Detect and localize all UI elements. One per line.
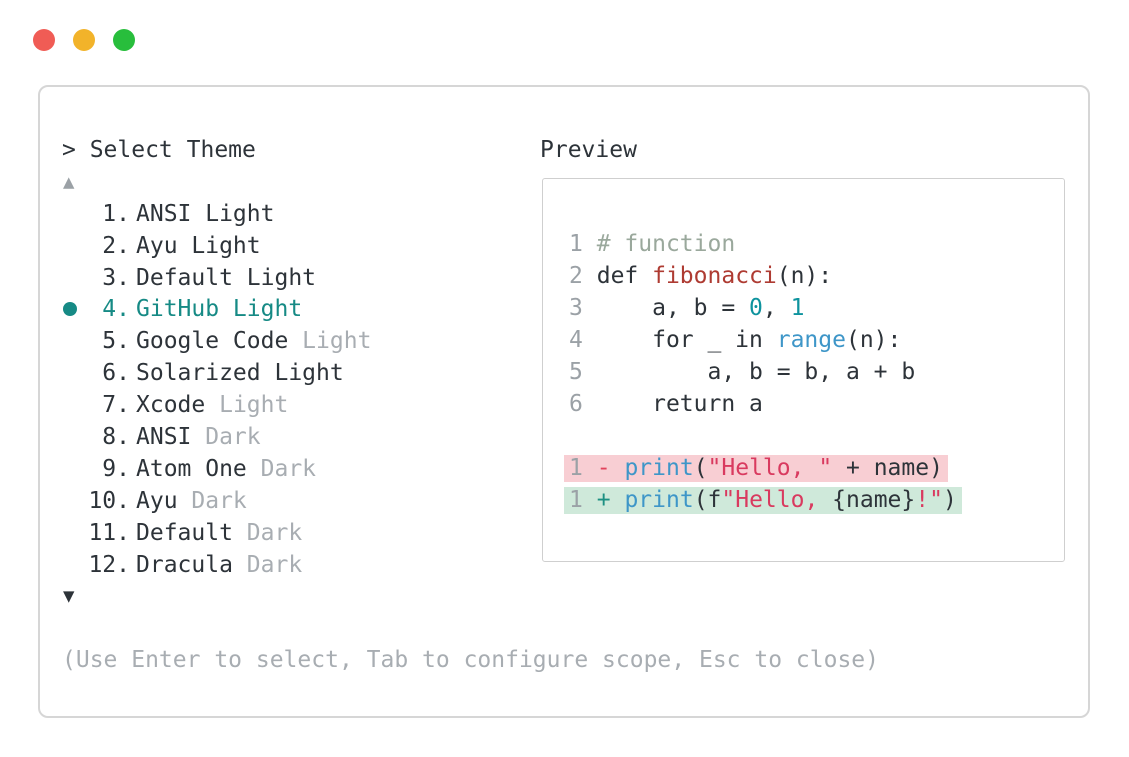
theme-list-item[interactable]: 1.ANSI Light [62,198,879,230]
theme-list-item[interactable]: 9.Atom One Dark [62,453,879,485]
theme-item-label: GitHub Light [136,296,303,323]
theme-item-label: ANSI Light [136,200,275,227]
theme-list-item[interactable]: 12.Dracula Dark [62,549,879,581]
close-button-icon[interactable] [33,29,55,51]
theme-list-item[interactable]: 5.Google Code Light [62,325,879,357]
theme-item-number: 10. [88,487,130,514]
code-line: 1 # function [569,231,736,258]
theme-item-number: 11. [88,519,130,546]
theme-item-number: 7. [102,392,130,419]
theme-item-number: 9. [102,455,130,482]
code-preview-content: 1 # function 2 def fibonacci(n): 3 a, b = … [564,229,1064,516]
theme-item-number: 6. [102,360,130,387]
theme-item-number: 8. [102,423,130,450]
theme-list-item[interactable]: 10.Ayu Dark [62,485,879,517]
code-line: 3 a, b = 0, 1 [569,295,805,322]
code-line: 2 def fibonacci(n): [569,263,833,290]
theme-item-number: 5. [102,328,130,355]
diff-removed-line: 1 - print("Hello, " + name) [564,452,1064,484]
scroll-down-icon[interactable]: ▼ [63,585,75,608]
theme-item-number: 1. [102,200,130,227]
selected-bullet-icon [62,302,88,317]
code-line: 5 a, b = b, a + b [569,359,916,385]
theme-list-item[interactable]: 3.Default Light [62,262,879,294]
theme-item-label: Ayu Light [136,232,261,259]
select-theme-prompt: > Select Theme [62,136,256,163]
diff-added-line: 1 + print(f"Hello, {name}!") [564,484,1064,516]
theme-item-label: Default Dark [136,519,303,546]
theme-item-label: Atom One Dark [136,455,317,482]
theme-item-number: 4. [102,296,130,323]
preview-label: Preview [540,136,637,163]
theme-item-number: 2. [102,232,130,259]
theme-list-item[interactable]: 2.Ayu Light [62,230,879,262]
theme-item-label: Default Light [136,264,317,291]
theme-item-label: ANSI Dark [136,423,261,450]
theme-item-label: Google Code Light [136,328,372,355]
window-traffic-lights [33,29,135,51]
theme-item-label: Ayu Dark [136,487,247,514]
theme-list-item[interactable]: 8.ANSI Dark [62,421,879,453]
theme-item-label: Solarized Light [136,360,344,387]
help-text: (Use Enter to select, Tab to configure s… [62,647,879,674]
code-line: 4 for _ in range(n): [569,327,902,354]
scroll-up-icon[interactable]: ▲ [63,170,75,193]
code-preview-box: 1 # function 2 def fibonacci(n): 3 a, b = … [542,178,1065,562]
theme-list-item[interactable]: 7.Xcode Light [62,389,879,421]
theme-item-label: Dracula Dark [136,551,303,578]
theme-item-label: Xcode Light [136,392,289,419]
minimize-button-icon[interactable] [73,29,95,51]
theme-item-number: 12. [88,551,130,578]
spacer-row [62,612,879,644]
theme-item-number: 3. [102,264,130,291]
zoom-button-icon[interactable] [113,29,135,51]
theme-list-item[interactable]: 6.Solarized Light [62,357,879,389]
code-line [564,420,1064,452]
theme-list-item[interactable]: 4.GitHub Light [62,293,879,325]
code-line: 6 return a [569,390,763,417]
theme-list-item[interactable]: 11.Default Dark [62,517,879,549]
